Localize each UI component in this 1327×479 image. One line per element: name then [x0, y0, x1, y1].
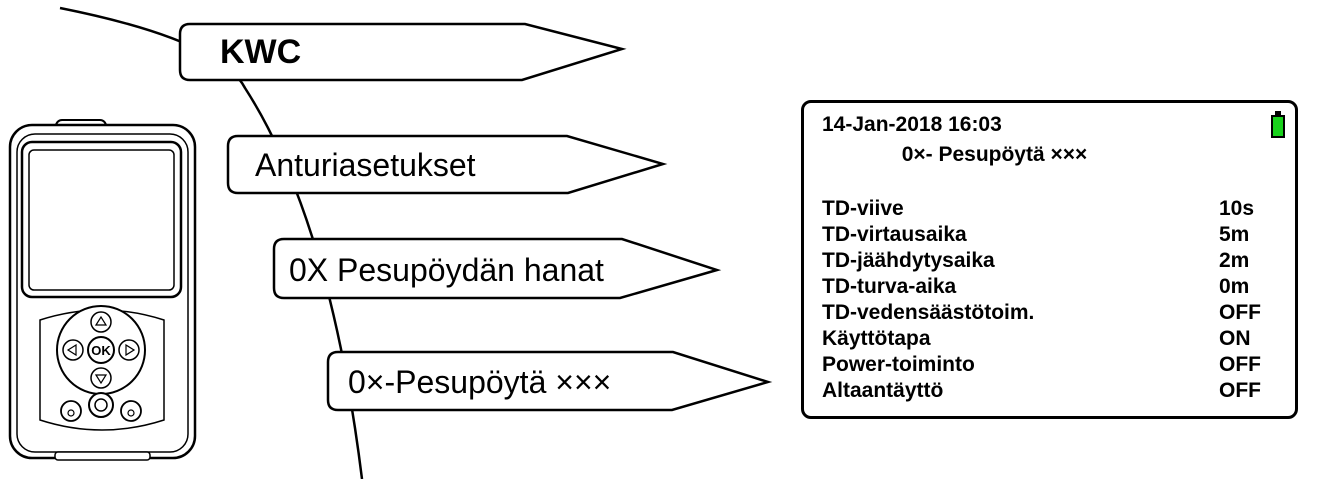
param-name: Altaantäyttö — [822, 379, 944, 402]
signpost-label-pesupoydan-hanat: 0X Pesupöydän hanat — [289, 252, 604, 288]
right-soft-key-icon[interactable] — [120, 400, 142, 422]
param-name: Käyttötapa — [822, 327, 931, 350]
param-value: OFF — [1219, 353, 1261, 376]
param-row-altaantaytto[interactable]: Altaantäyttö OFF — [822, 378, 1275, 404]
left-soft-key-icon[interactable] — [60, 400, 82, 422]
param-value: OFF — [1219, 379, 1261, 402]
datetime: 14-Jan-2018 16:03 — [822, 113, 1002, 136]
screen-title: 0×- Pesupöytä ××× — [901, 143, 1088, 166]
param-row-td-vedensaastotoim[interactable]: TD-vedensäästötoim. OFF — [822, 300, 1275, 326]
param-value: 5m — [1219, 223, 1250, 246]
param-name: Power-toiminto — [822, 353, 975, 376]
param-row-td-virtausaika[interactable]: TD-virtausaika 5m — [822, 222, 1275, 248]
signpost-pesupoydan-hanat: 0X Pesupöydän hanat — [272, 237, 722, 300]
signpost-label-anturiasetukset: Anturiasetukset — [255, 147, 476, 183]
param-name: TD-vedensäästötoim. — [822, 301, 1035, 324]
param-name: TD-viive — [822, 197, 904, 220]
ok-button — [87, 336, 115, 364]
param-name: TD-virtausaika — [822, 223, 967, 246]
signpost-label-kwc: KWC — [220, 33, 301, 71]
connector-curve — [59, 6, 364, 479]
param-name: TD-turva-aika — [822, 275, 957, 298]
battery-icon — [1271, 111, 1285, 138]
device-screen-panel: 14-Jan-2018 16:03 0×- Pesupöytä ××× TD-v… — [801, 100, 1298, 419]
signpost-anturiasetukset: Anturiasetukset — [226, 134, 668, 195]
param-row-td-viive[interactable]: TD-viive 10s — [822, 196, 1275, 222]
handheld-device: OK — [8, 119, 197, 461]
param-row-td-turva-aika[interactable]: TD-turva-aika 0m — [822, 274, 1275, 300]
param-value: ON — [1219, 327, 1251, 350]
svg-text:OK: OK — [91, 343, 111, 358]
param-row-power-toiminto[interactable]: Power-toiminto OFF — [822, 352, 1275, 378]
param-value: 2m — [1219, 249, 1250, 272]
signpost-pesupoyta: 0×-Pesupöytä ××× — [326, 350, 773, 412]
param-value: 0m — [1219, 275, 1250, 298]
power-button-icon[interactable] — [88, 392, 114, 418]
signpost-kwc: KWC — [178, 22, 627, 82]
param-value: 10s — [1219, 197, 1255, 220]
parameter-list: TD-viive 10s TD-virtausaika 5m TD-jäähdy… — [822, 196, 1275, 404]
param-row-kayttotapa[interactable]: Käyttötapa ON — [822, 326, 1275, 352]
param-row-td-jaahdytysaika[interactable]: TD-jäähdytysaika 2m — [822, 248, 1275, 274]
param-name: TD-jäähdytysaika — [822, 249, 995, 272]
device-display — [20, 140, 183, 299]
dpad[interactable]: OK — [56, 305, 146, 395]
param-value: OFF — [1219, 301, 1261, 324]
signpost-label-pesupoyta: 0×-Pesupöytä ××× — [348, 364, 611, 400]
